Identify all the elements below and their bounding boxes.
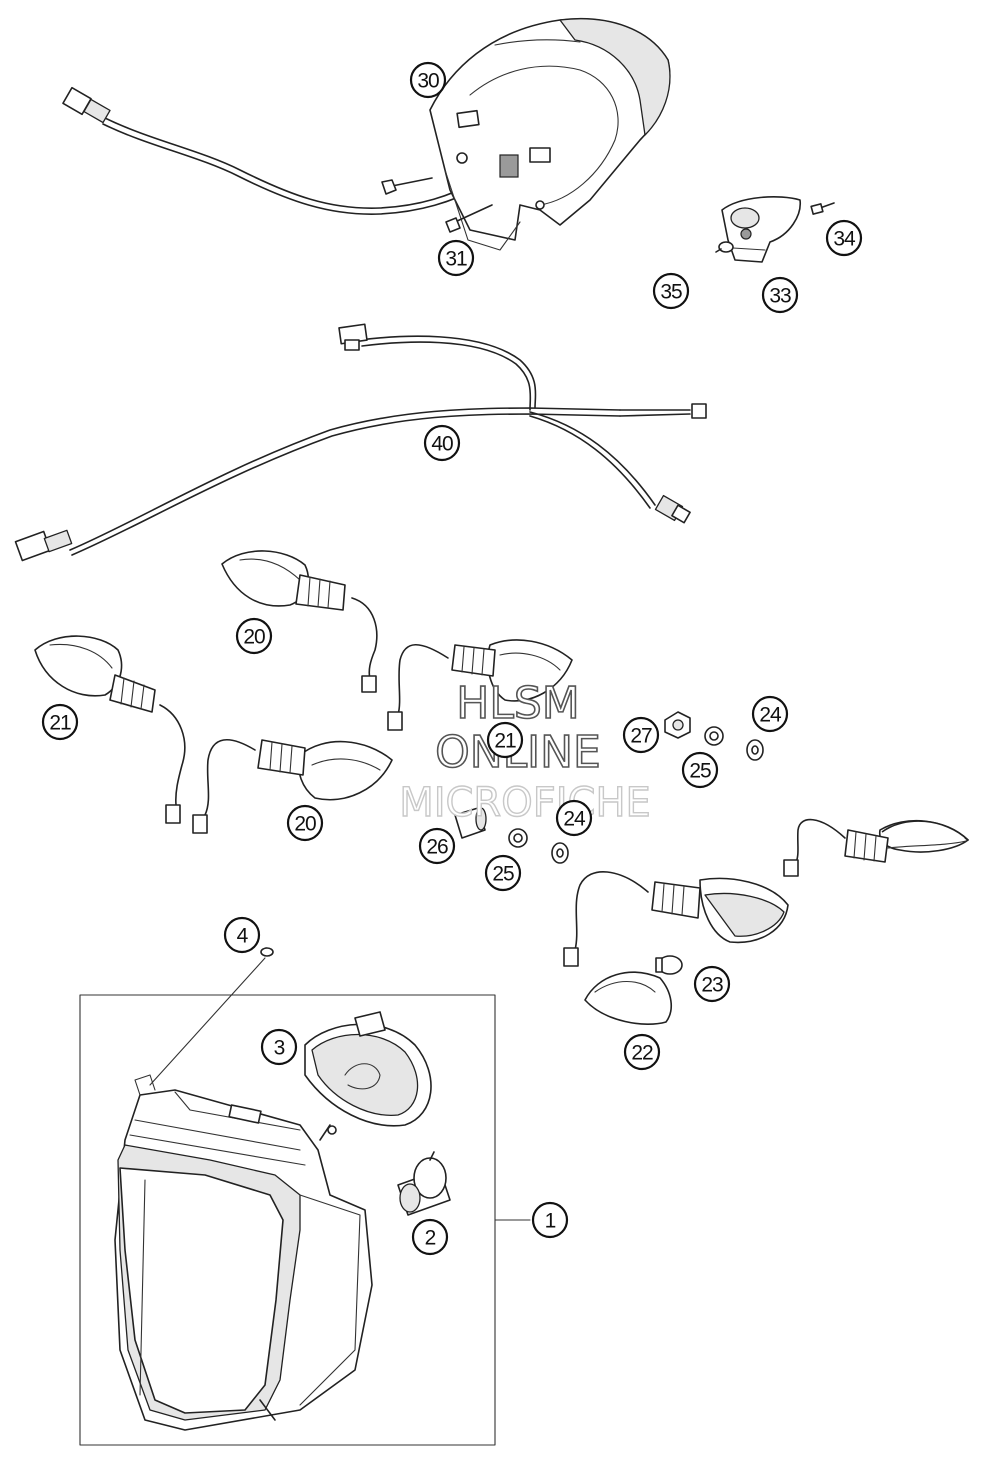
bulb-23 xyxy=(655,955,683,975)
headlight-housing xyxy=(114,1074,373,1431)
callout-35: 35 xyxy=(652,272,690,310)
callout-40-label: 40 xyxy=(431,433,453,456)
callout-21-center-label: 21 xyxy=(494,730,516,753)
callout-4-label: 4 xyxy=(237,925,249,948)
callout-33: 33 xyxy=(761,276,799,314)
dust-cap-3 xyxy=(304,1011,432,1127)
callout-34-label: 34 xyxy=(833,228,856,251)
callout-31-label: 31 xyxy=(445,248,467,271)
callout-3: 3 xyxy=(260,1028,298,1066)
callout-24-upper: 24 xyxy=(751,695,789,733)
callout-40: 40 xyxy=(423,424,461,462)
callout-30-label: 30 xyxy=(417,70,439,93)
turn-signal-20-lower xyxy=(192,738,393,834)
callout-2: 2 xyxy=(411,1218,449,1256)
callout-27-label: 27 xyxy=(630,725,652,748)
bulb-h4-2 xyxy=(397,1151,451,1216)
turn-signal-21-center xyxy=(387,639,573,731)
callout-24-lower-label: 24 xyxy=(563,808,586,831)
callout-21-center: 21 xyxy=(486,721,524,759)
callout-27: 27 xyxy=(622,716,660,754)
callout-26: 26 xyxy=(418,827,456,865)
washer-24a xyxy=(746,739,764,761)
callout-22-label: 22 xyxy=(631,1042,653,1065)
licence-bulb xyxy=(715,241,734,253)
callout-26-label: 26 xyxy=(426,836,448,859)
callout-35-label: 35 xyxy=(660,281,682,304)
callout-20-lower: 20 xyxy=(286,804,324,842)
callout-24-lower: 24 xyxy=(555,799,593,837)
nut-27 xyxy=(664,711,691,739)
callout-21-left-label: 21 xyxy=(49,712,71,735)
washer-25a xyxy=(704,726,724,746)
tail-light-cable xyxy=(62,86,483,215)
watermark-line-3: MICROFICHE xyxy=(399,780,651,826)
callout-34: 34 xyxy=(825,219,863,257)
callout-31: 31 xyxy=(437,239,475,277)
callout-25-upper: 25 xyxy=(681,751,719,789)
screw-31b xyxy=(445,204,493,233)
washer-25b xyxy=(508,828,528,848)
screw-34 xyxy=(810,202,835,215)
turn-signal-20-upper xyxy=(221,550,378,693)
turn-signal-22-assembly xyxy=(563,871,789,967)
lens-22 xyxy=(584,971,673,1025)
callout-20-upper-label: 20 xyxy=(243,626,265,649)
callout-22: 22 xyxy=(623,1033,661,1071)
callout-20-lower-label: 20 xyxy=(294,813,316,836)
callout-21-left: 21 xyxy=(41,703,79,741)
turn-signal-21-left xyxy=(34,635,186,824)
bushing-26 xyxy=(454,807,487,839)
callout-3-label: 3 xyxy=(274,1037,285,1060)
washer-24b xyxy=(551,842,569,864)
callout-24-upper-label: 24 xyxy=(759,704,782,727)
callout-25-lower: 25 xyxy=(484,854,522,892)
callout-30: 30 xyxy=(409,61,447,99)
headlight-group-frame xyxy=(79,994,531,1446)
callout-23-label: 23 xyxy=(701,974,723,997)
callout-33-label: 33 xyxy=(769,285,791,308)
watermark-line-1: HLSM xyxy=(456,678,580,729)
turn-signal-right-far xyxy=(783,818,969,877)
callout-1: 1 xyxy=(531,1201,569,1239)
callout-23: 23 xyxy=(693,965,731,1003)
screw-31a xyxy=(381,177,433,195)
tail-light-assembly xyxy=(429,17,671,251)
callout-1-label: 1 xyxy=(545,1210,556,1233)
callout-25-upper-label: 25 xyxy=(689,760,711,783)
callout-20-upper: 20 xyxy=(235,617,273,655)
screw-4 xyxy=(149,947,274,1086)
callout-25-lower-label: 25 xyxy=(492,863,514,886)
watermark: HLSM ONLINE MICROFICHE xyxy=(398,677,651,827)
callout-4: 4 xyxy=(223,916,261,954)
wiring-harness xyxy=(14,323,707,562)
licence-plate-light xyxy=(721,196,801,263)
callout-2-label: 2 xyxy=(425,1227,436,1250)
